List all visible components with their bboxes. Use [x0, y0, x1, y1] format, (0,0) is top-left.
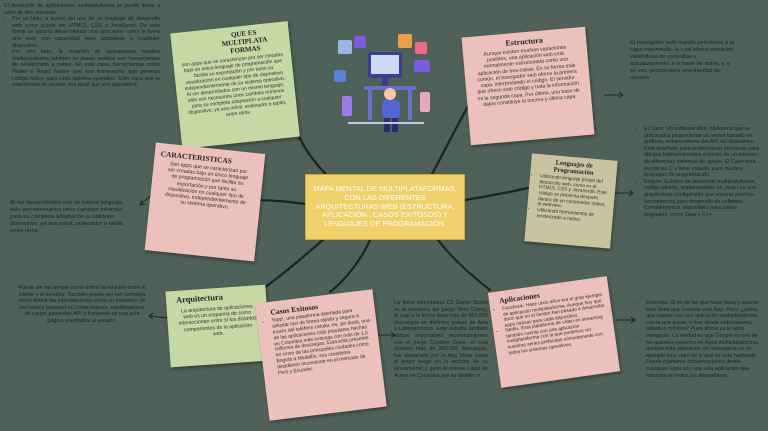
- note-estructura: Estructura Aunque existen muchas variaci…: [461, 26, 595, 146]
- office-illustration: [334, 34, 430, 132]
- right-top-text: El navegador web manda peticiones a la c…: [630, 40, 735, 82]
- note-aplicaciones: Aplicaciones Facebook. Hace unos años er…: [487, 276, 621, 388]
- left-top-intro: El desarrollo de aplicaciones multiplata…: [4, 3, 160, 16]
- estructura-body: Aunque existen muchas variaciones posibl…: [477, 44, 581, 108]
- left-top-item: Por un lado, a través del uso de un leng…: [12, 16, 160, 49]
- note-caracteristicas: CARACTERISTICAS Son apps que se caracter…: [144, 142, 266, 262]
- link-aplicaciones: [436, 238, 492, 292]
- left-mid-text: Al ser desarrollados con un mismo lengua…: [10, 200, 125, 235]
- right-bottom-item: Hangouts. La verdad es que Google es uno…: [646, 333, 764, 379]
- left-bottom-text: Puede ser tan simple como definir la rel…: [18, 285, 146, 324]
- left-top-item: Por otro lado, la creación de aplicacion…: [12, 49, 160, 89]
- link-lenguajes: [463, 186, 530, 202]
- casos-text: La firma colombiana C2 Game Studio es la…: [394, 300, 488, 379]
- central-topic-text: MAPA MENTAL DE MULTIPLATAFORMAS, CON LAS…: [313, 184, 457, 229]
- note-que-es: QUE ES MULTIPLATA FORMAS son apps que se…: [170, 21, 300, 149]
- right-mid-item: Eclipse: Entorno de desarrollo multiplat…: [644, 179, 760, 219]
- note-lenguajes: Lenguajes de Programación Utilizando len…: [524, 153, 618, 249]
- right-mid-text: El Cairo: Un software libre, biblioteca …: [636, 126, 760, 218]
- note-arquitectura: Arquitectura La arquitectura de aplicaci…: [165, 284, 271, 368]
- right-bottom-text: Evernote. Si es de las que hace listas y…: [638, 300, 764, 379]
- caracteristicas-body: Son apps que se caracterizan por ser cre…: [164, 161, 249, 211]
- right-bottom-item: Evernote. Si es de las que hace listas y…: [646, 300, 764, 333]
- casos-item: Topp!, una plataforma diseñada para soli…: [271, 307, 375, 377]
- right-mid-item: El Cairo: Un software libre, biblioteca …: [644, 126, 760, 179]
- arquitectura-body: La arquitectura de aplicaciones web es u…: [178, 303, 257, 338]
- note-casos-exitosos: Casos Exitosos Topp!, una plataforma dis…: [255, 289, 387, 421]
- que-es-body: son apps que se caracterizan por ser cre…: [181, 51, 287, 119]
- left-top-text: El desarrollo de aplicaciones multiplata…: [4, 3, 160, 89]
- link-casos: [328, 238, 372, 294]
- central-topic: MAPA MENTAL DE MULTIPLATAFORMAS, CON LAS…: [305, 174, 465, 240]
